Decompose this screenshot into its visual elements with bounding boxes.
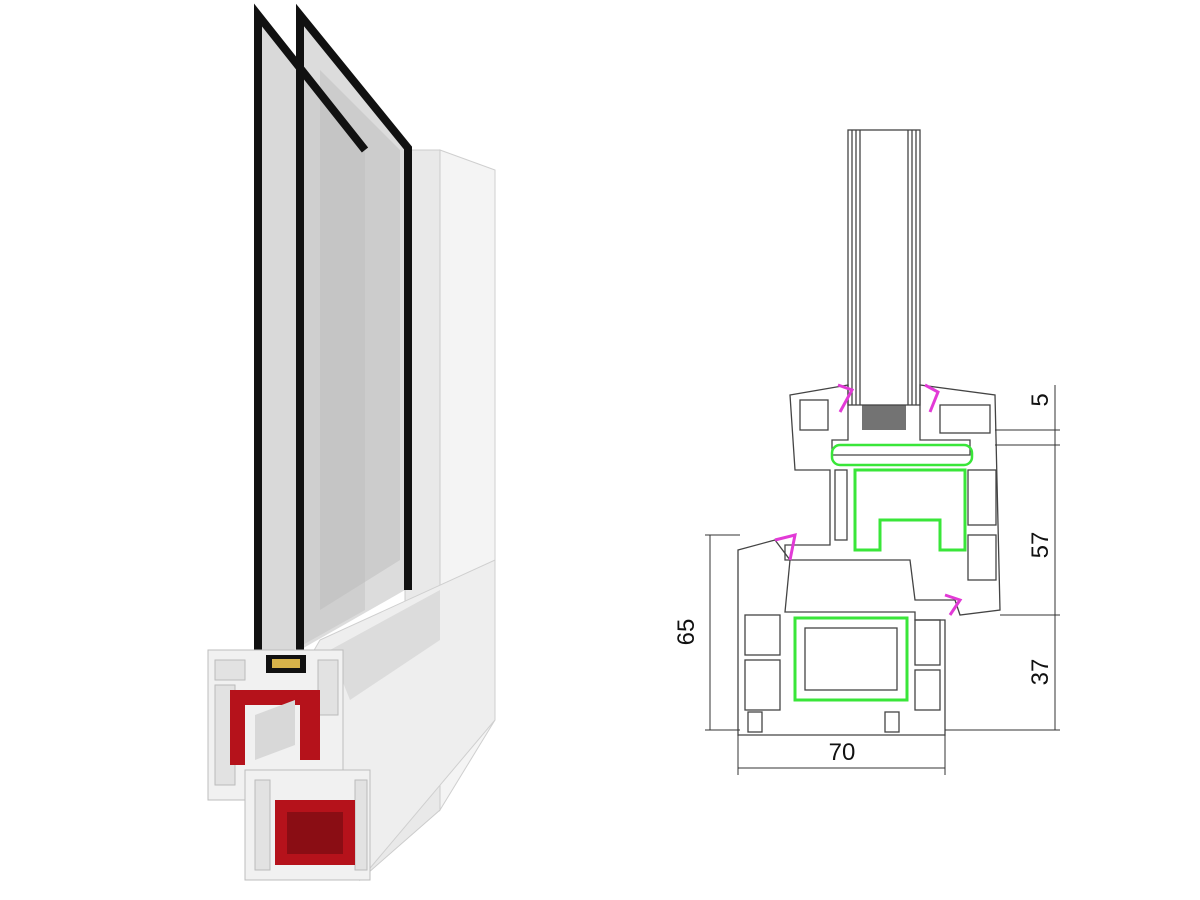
profile-cross-section <box>705 129 1060 775</box>
dimension-label-37: 37 <box>1027 659 1054 686</box>
seal-frame-outer <box>774 532 797 561</box>
dimension-lines <box>705 385 1060 775</box>
dimension-label-70: 70 <box>829 739 856 766</box>
seal-glass-outer <box>837 383 855 413</box>
glass-edge-front <box>254 3 369 670</box>
gaskets <box>774 383 963 616</box>
dimension-label-57: 57 <box>1027 532 1054 559</box>
seal-frame-inner <box>944 593 963 616</box>
glass-edge-back <box>296 3 412 650</box>
sash-bevel <box>330 590 440 700</box>
dimension-label-5: 5 <box>1027 393 1054 406</box>
frame-steel-reinforcement <box>793 616 909 702</box>
glass-unit <box>847 129 921 430</box>
glass-highlight <box>320 70 400 610</box>
sash-steel-reinforcement <box>853 468 967 552</box>
dimension-label-65: 65 <box>673 619 700 646</box>
frame-outline <box>737 539 946 736</box>
sash-outline <box>784 384 1001 616</box>
seal-glass-inner <box>924 383 940 413</box>
profile-cross-cut <box>207 649 371 881</box>
sash-reinforcement <box>230 690 320 765</box>
profile-3d-render <box>207 3 496 882</box>
